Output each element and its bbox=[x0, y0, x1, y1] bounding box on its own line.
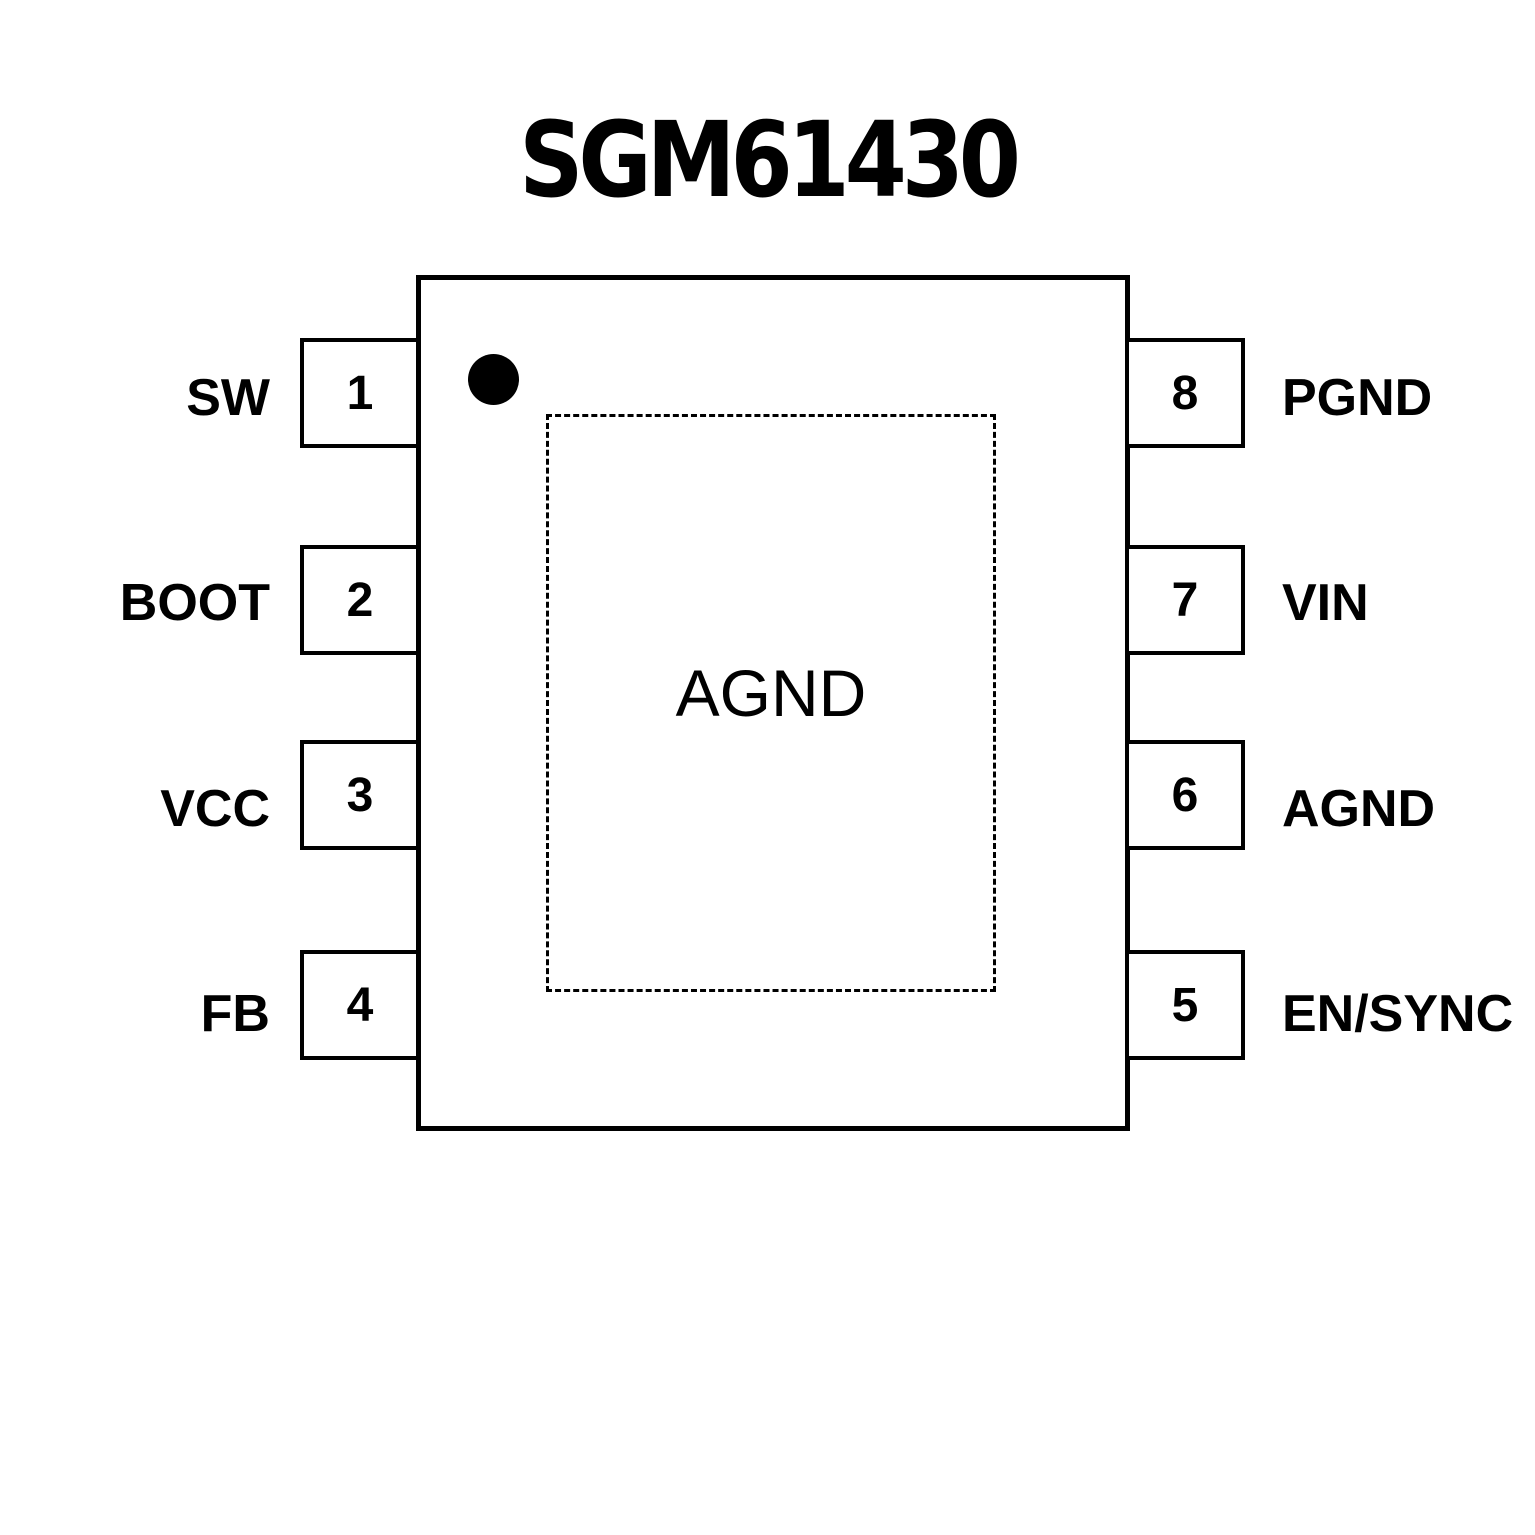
pin-2: 2 bbox=[300, 545, 416, 655]
pin-6: 6 bbox=[1129, 740, 1245, 850]
pin-3: 3 bbox=[300, 740, 416, 850]
pin-5: 5 bbox=[1129, 950, 1245, 1060]
pin-7-label: VIN bbox=[1282, 574, 1369, 632]
pin-8-label: PGND bbox=[1282, 369, 1433, 427]
exposed-pad-label: AGND bbox=[675, 656, 867, 730]
pin-7: 7 bbox=[1129, 545, 1245, 655]
chip-title: SGM61430 bbox=[519, 99, 1021, 221]
pin-3-label: VCC bbox=[160, 780, 270, 838]
pin-1: 1 bbox=[300, 338, 416, 448]
pin-1-label: SW bbox=[186, 369, 270, 427]
exposed-pad-outline bbox=[546, 414, 996, 992]
pin-5-label: EN/SYNC bbox=[1282, 985, 1514, 1043]
pin-2-label: BOOT bbox=[119, 574, 270, 632]
pin-6-label: AGND bbox=[1282, 780, 1436, 838]
pin-4: 4 bbox=[300, 950, 416, 1060]
package-body bbox=[416, 275, 1130, 1131]
pin1-indicator-dot bbox=[468, 354, 519, 405]
pin-4-label: FB bbox=[200, 985, 270, 1043]
pin-8: 8 bbox=[1129, 338, 1245, 448]
